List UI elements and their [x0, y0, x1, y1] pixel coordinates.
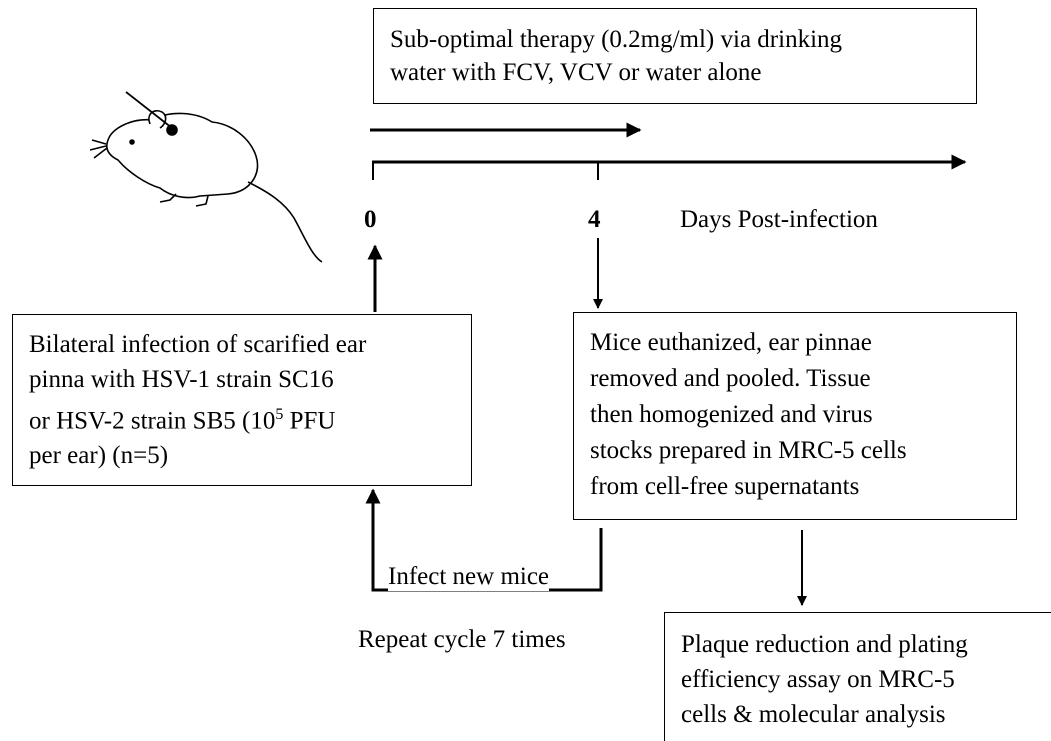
infection-box: Bilateral infection of scarified ear pin… — [12, 314, 472, 486]
infection-line-3: or HSV-2 strain SB5 (105 PFU — [29, 397, 455, 438]
assay-line-3: cells & molecular analysis — [681, 701, 946, 728]
therapy-box: Sub-optimal therapy (0.2mg/ml) via drink… — [373, 8, 977, 104]
euthanize-line-3: then homogenized and virus — [590, 401, 873, 428]
days-post-infection-label: Days Post-infection — [680, 206, 878, 233]
euthanize-box: Mice euthanized, ear pinnae removed and … — [573, 312, 1017, 520]
infection-line-3-pre: or HSV-2 strain SB5 (10 — [29, 407, 276, 435]
infection-line-1: Bilateral infection of scarified ear — [29, 331, 367, 358]
infect-new-mice-label: Infect new mice — [388, 563, 550, 591]
euthanize-line-5: from cell-free supernatants — [590, 473, 860, 500]
therapy-line-1: Sub-optimal therapy (0.2mg/ml) via drink… — [390, 26, 843, 53]
day-4-label: 4 — [588, 206, 601, 233]
infection-line-4: per ear) (n=5) — [29, 442, 169, 470]
dose-exponent: 5 — [275, 406, 284, 423]
assay-line-1: Plaque reduction and plating — [681, 631, 968, 658]
assay-box: Plaque reduction and plating efficiency … — [664, 612, 1051, 741]
infection-line-3-post: PFU — [283, 407, 336, 435]
day-0-label: 0 — [364, 206, 377, 233]
assay-line-2: efficiency assay on MRC-5 — [681, 666, 955, 693]
euthanize-line-4: stocks prepared in MRC-5 cells — [590, 437, 907, 464]
euthanize-line-1: Mice euthanized, ear pinnae — [590, 329, 872, 356]
mouse-illustration — [89, 91, 323, 263]
infection-line-2: pinna with HSV-1 strain SC16 — [29, 366, 334, 393]
repeat-cycle-label: Repeat cycle 7 times — [358, 626, 566, 653]
euthanize-line-2: removed and pooled. Tissue — [590, 365, 871, 392]
therapy-line-2: water with FCV, VCV or water alone — [390, 59, 762, 86]
